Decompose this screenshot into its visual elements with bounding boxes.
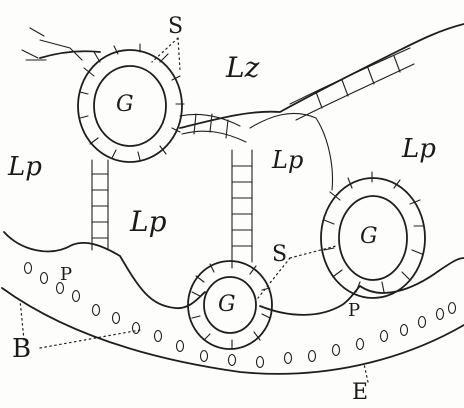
label-lp-left: Lp (8, 154, 42, 180)
label-g-right: G (360, 226, 378, 248)
gland-top-left (22, 28, 184, 162)
label-g-bottom: G (218, 294, 236, 316)
label-p-right: P (348, 302, 360, 320)
label-lz: Lz (226, 54, 259, 82)
label-b: B (12, 336, 31, 362)
label-g-top: G (116, 94, 134, 116)
leader-lines (20, 38, 368, 382)
label-e: E (352, 382, 368, 404)
label-lp-right: Lp (402, 136, 436, 162)
label-p-left: P (60, 266, 72, 284)
label-s-mid: S (272, 244, 287, 266)
label-lp-center: Lp (130, 208, 167, 236)
label-s-top: S (168, 16, 183, 38)
label-lp-mid: Lp (272, 148, 303, 172)
